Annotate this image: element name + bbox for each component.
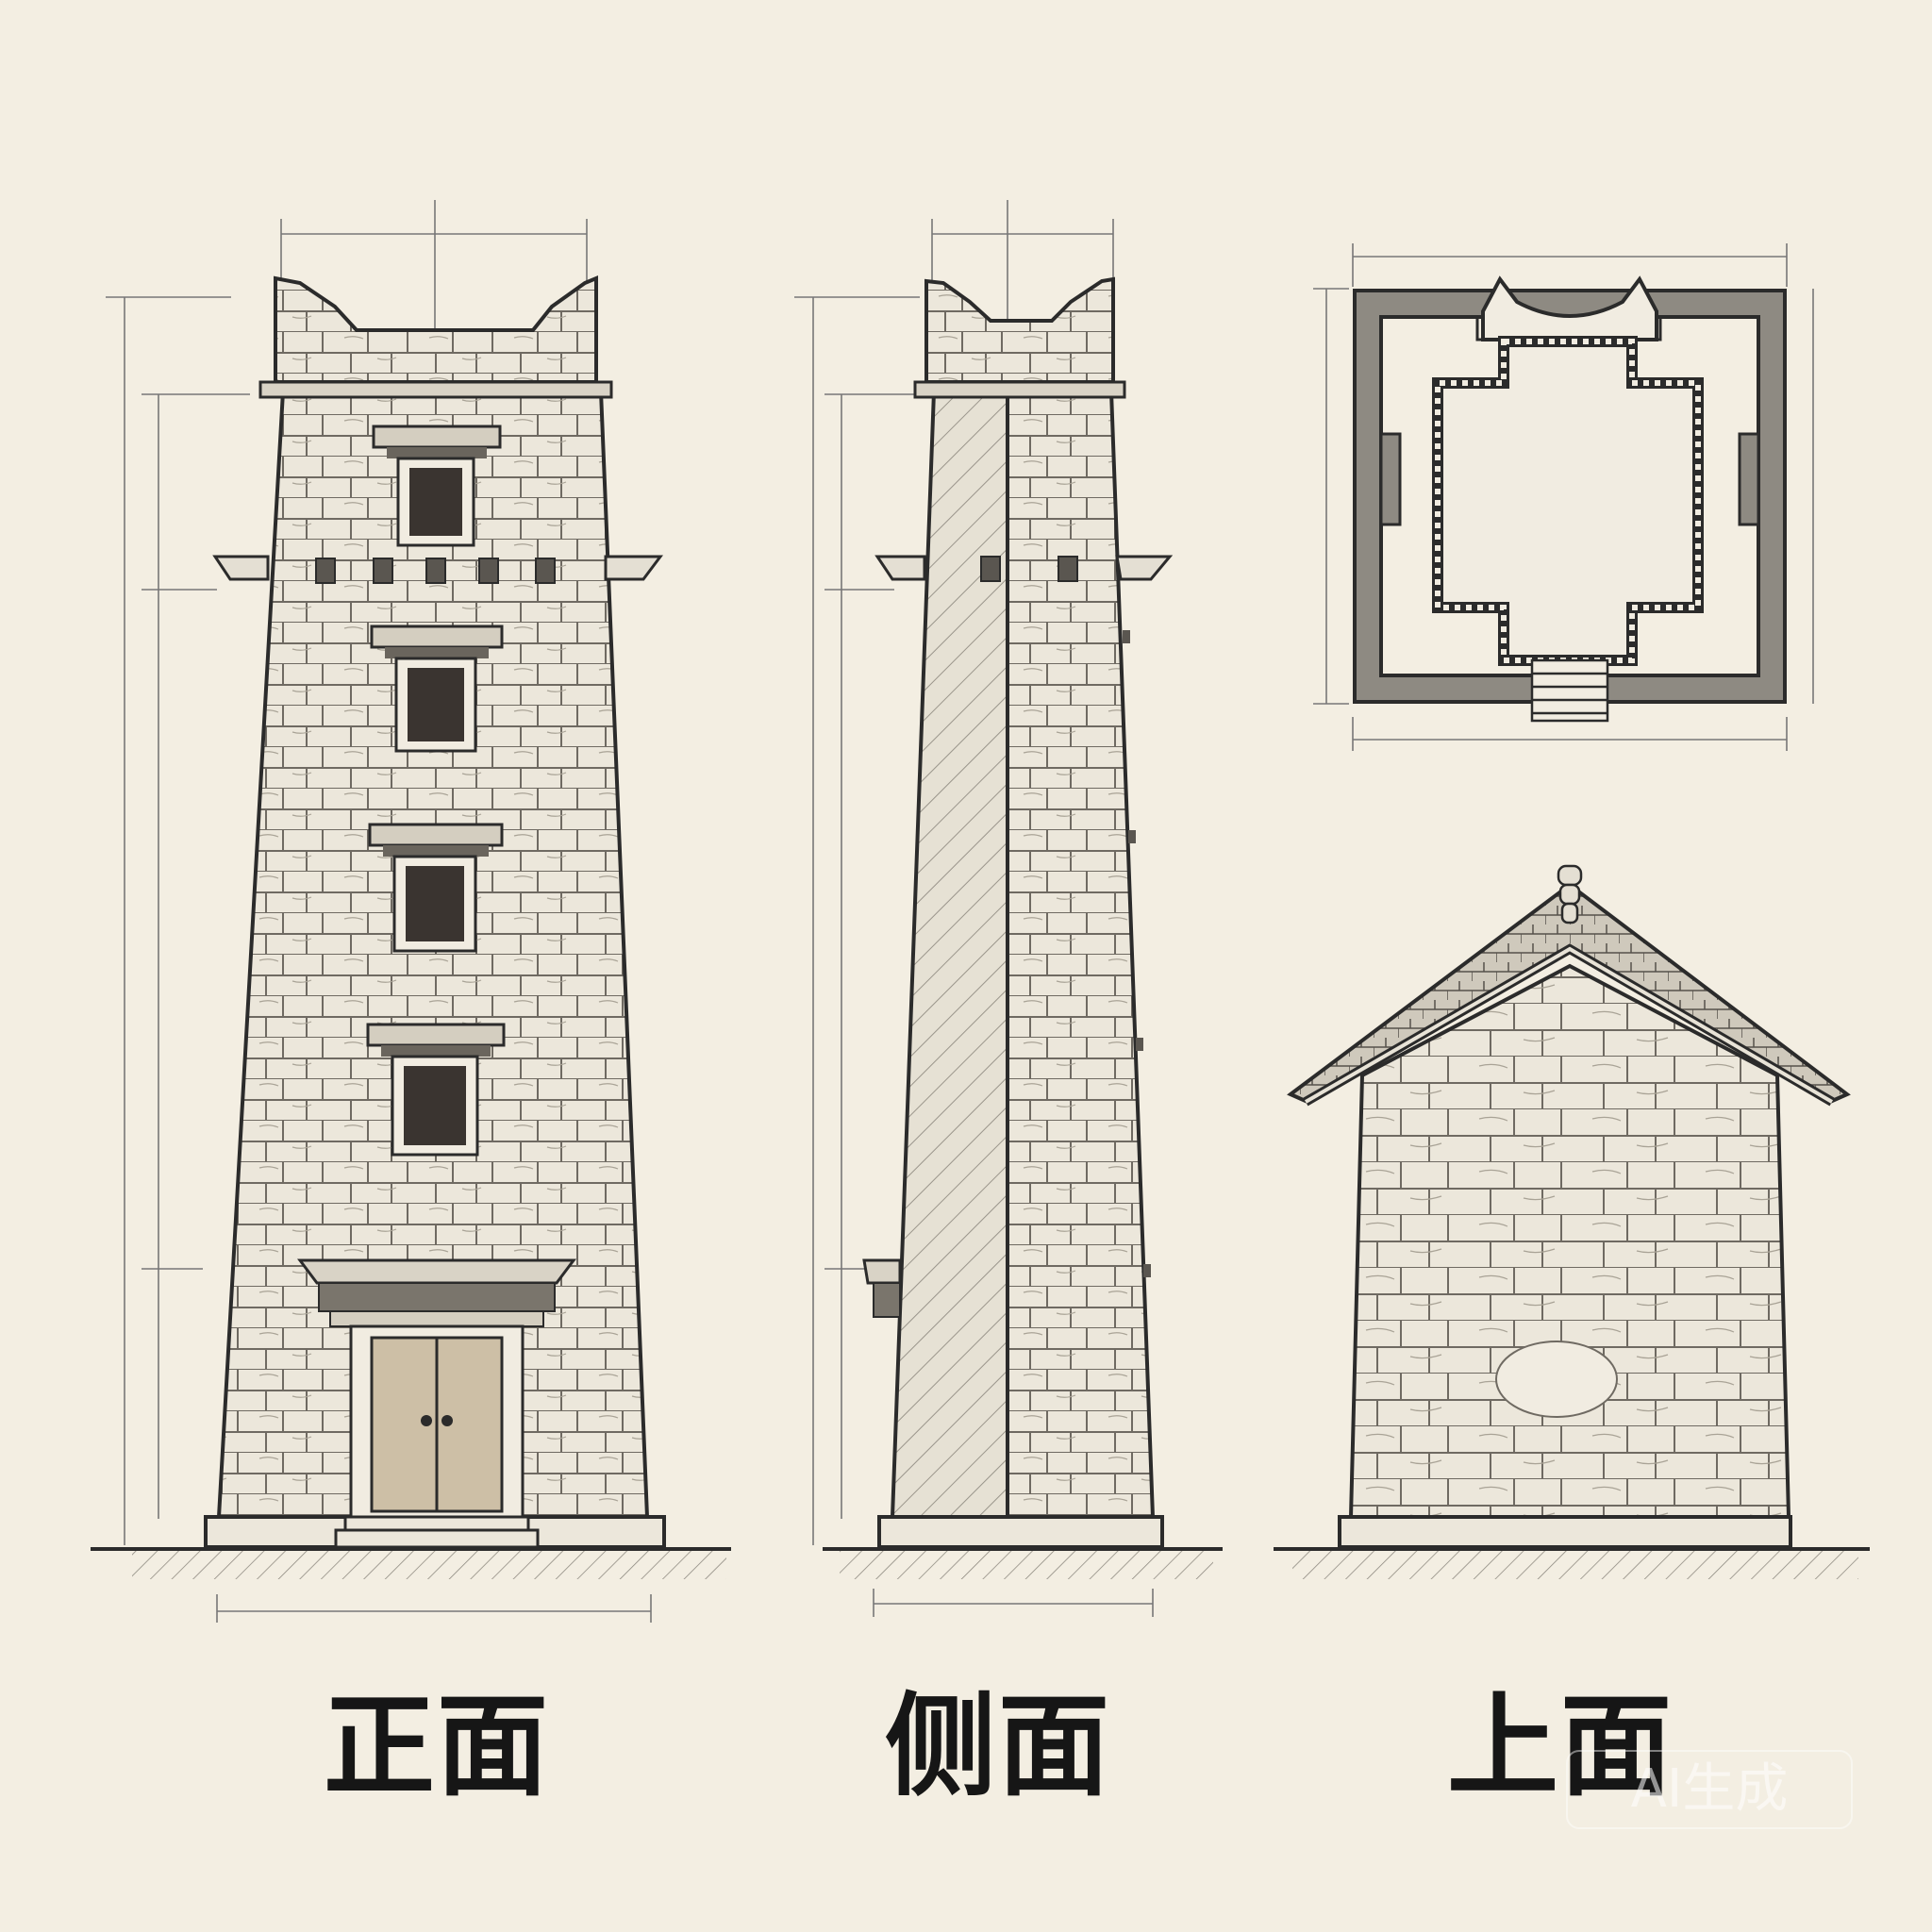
front-view-caption: 正面 [323, 1680, 550, 1811]
side-right-outrigger [1115, 555, 1174, 581]
front-window-3 [368, 823, 504, 953]
plan-dimension-lines [1313, 243, 1814, 751]
gable-ground-hatch [1292, 1551, 1858, 1579]
plan-left-pier [1379, 432, 1402, 526]
plan-top-alcove [1481, 275, 1658, 341]
side-left-outrigger [874, 555, 926, 581]
gable-ridge-tiles [1557, 864, 1583, 924]
front-window-2 [370, 625, 504, 753]
side-view-caption: 侧面 [884, 1680, 1111, 1811]
gable-large-stone [1495, 1341, 1618, 1418]
floor-plan [1313, 243, 1814, 751]
side-plinth [877, 1515, 1164, 1549]
gable-wall [1348, 963, 1791, 1519]
side-ground-hatch [840, 1551, 1213, 1579]
front-cornice [258, 380, 613, 399]
plan-entrance-steps [1530, 658, 1609, 723]
plan-inner-room [1432, 336, 1704, 666]
front-beam-ends [315, 558, 556, 584]
gable-elevation [1274, 864, 1870, 1579]
gable-plinth [1338, 1515, 1792, 1549]
plan-right-pier [1738, 432, 1760, 526]
side-wall-ribs [1123, 630, 1151, 1277]
front-parapet [274, 275, 598, 384]
side-door-lintel [862, 1258, 902, 1318]
front-elevation [91, 200, 731, 1623]
front-steps [334, 1515, 540, 1549]
side-parapet [924, 276, 1115, 384]
front-window-4 [366, 1023, 506, 1157]
front-ground-hatch [132, 1551, 726, 1579]
front-window-1 [372, 425, 502, 547]
front-door [297, 1258, 576, 1519]
side-cornice [913, 380, 1126, 399]
side-beam-ends [980, 556, 1078, 582]
top-view-caption: 上面 [1446, 1680, 1674, 1811]
side-elevation [794, 200, 1223, 1617]
ai-generated-watermark: AI生成 [1566, 1750, 1853, 1829]
front-right-outrigger [604, 555, 663, 581]
front-left-outrigger [212, 555, 270, 581]
